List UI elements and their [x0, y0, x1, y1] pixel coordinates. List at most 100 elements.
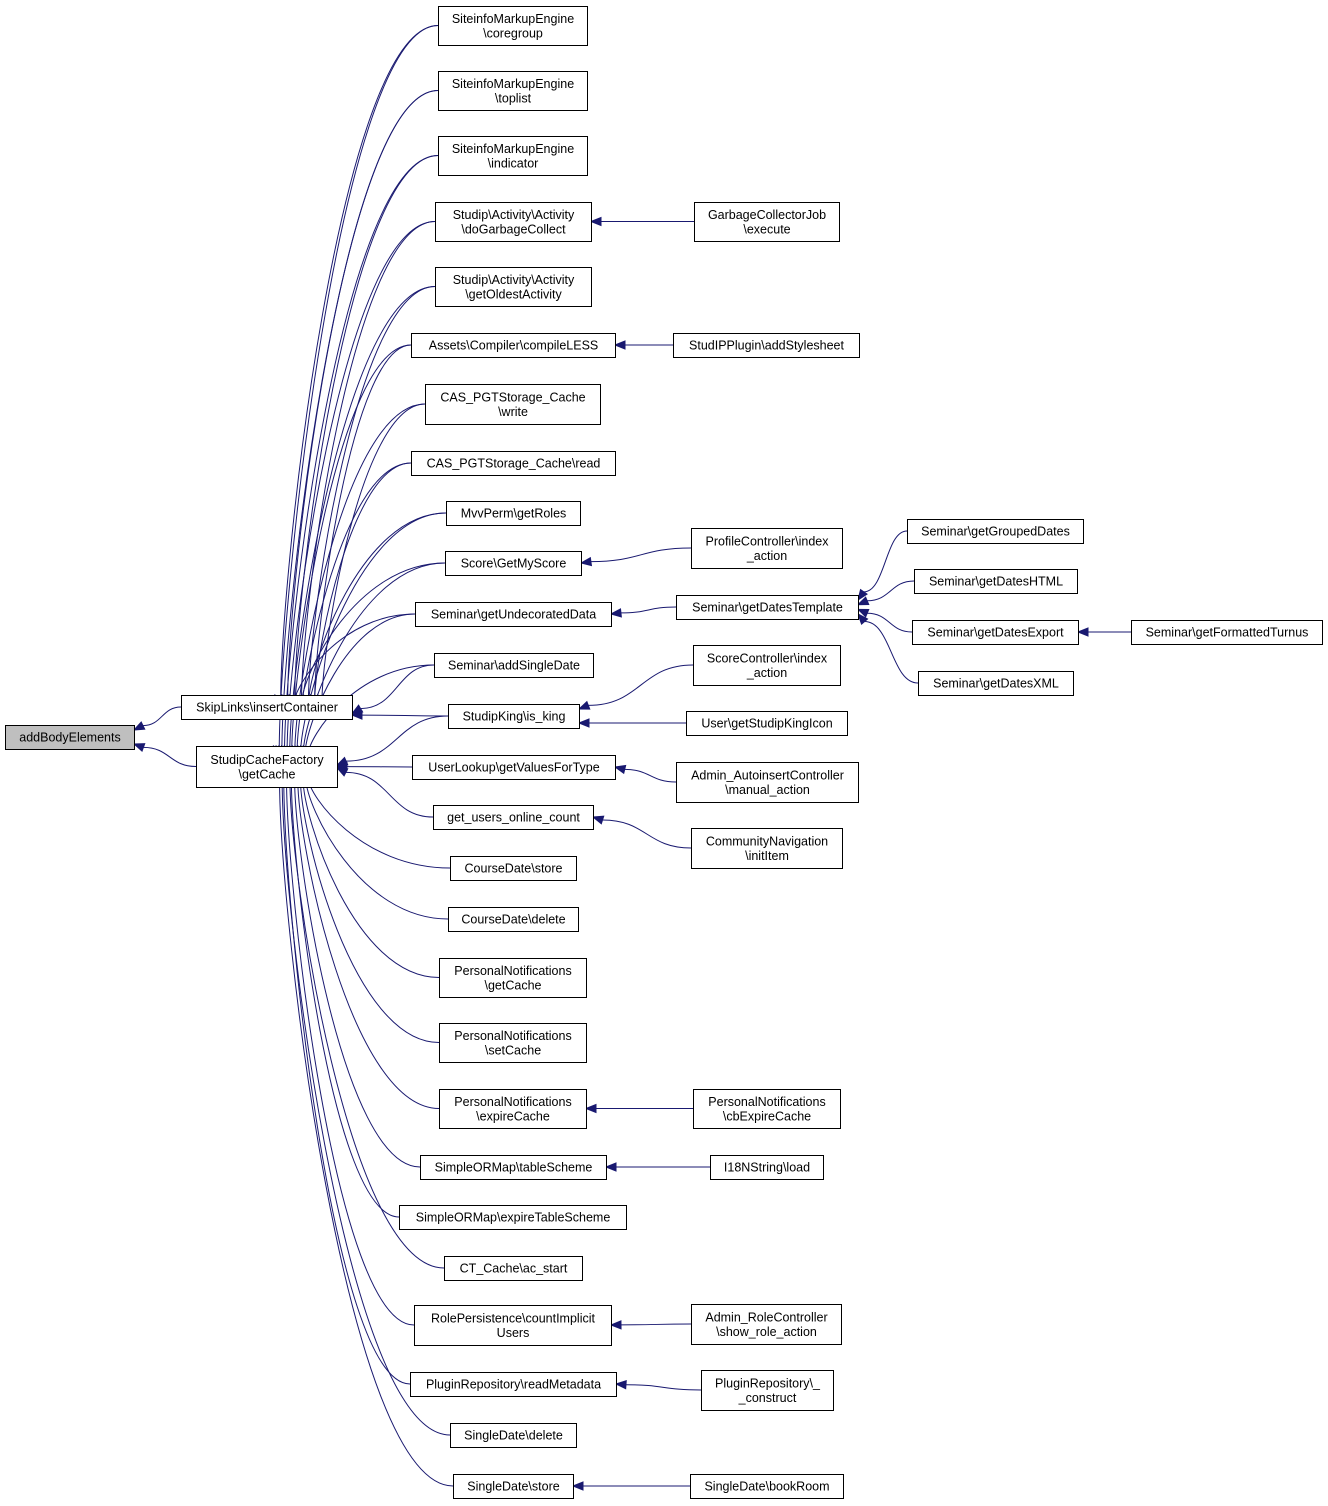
edge-arrow [579, 547, 692, 567]
edge-arrow [132, 706, 182, 731]
function-node[interactable]: Studip\Activity\Activity\doGarbageCollec… [435, 202, 592, 242]
function-node[interactable]: GarbageCollectorJob\execute [694, 202, 840, 242]
edge-line [308, 512, 447, 704]
function-node[interactable]: Seminar\getDatesExport [912, 620, 1079, 645]
node-box [694, 202, 840, 242]
node-label: ProfileController\index [706, 534, 830, 548]
function-node[interactable]: Score\GetMyScore [445, 551, 582, 576]
function-node[interactable]: Seminar\getDatesXML [918, 671, 1074, 696]
function-node[interactable]: SingleDate\delete [450, 1423, 577, 1448]
arrowhead-icon [335, 767, 349, 777]
arrowhead-icon [613, 764, 627, 775]
edge-line [283, 155, 439, 755]
edge-line [294, 155, 439, 704]
node-label: Seminar\getDatesXML [933, 677, 1059, 691]
edge-line [143, 746, 197, 767]
node-label: PersonalNotifications [454, 964, 571, 978]
function-node[interactable]: PersonalNotifications\setCache [439, 1023, 587, 1063]
arrowhead-icon [609, 1320, 622, 1330]
edge-line [863, 530, 908, 593]
node-label: Seminar\addSingleDate [448, 659, 580, 673]
node-label: GarbageCollectorJob [708, 208, 826, 222]
function-node[interactable]: PluginRepository\readMetadata [410, 1372, 617, 1397]
node-label: User\getStudipKingIcon [701, 717, 832, 731]
function-node[interactable]: SiteinfoMarkupEngine\indicator [438, 136, 588, 176]
edge-arrow [614, 1380, 702, 1391]
arrowhead-icon [856, 608, 870, 618]
node-label: RolePersistence\countImplicit [431, 1311, 595, 1325]
function-node[interactable]: I18NString\load [710, 1155, 824, 1180]
function-node[interactable]: SiteinfoMarkupEngine\coregroup [438, 6, 588, 46]
node-label: SingleDate\bookRoom [704, 1480, 829, 1494]
function-node[interactable]: ScoreController\index_action [693, 645, 841, 686]
function-node[interactable]: Seminar\getGroupedDates [907, 519, 1084, 544]
function-node[interactable]: PersonalNotifications\getCache [439, 958, 587, 998]
edge-line [286, 778, 415, 1326]
function-node[interactable]: Admin_RoleController\show_role_action [691, 1304, 842, 1345]
edge-arrow [289, 775, 421, 1168]
function-node[interactable]: User\getStudipKingIcon [686, 711, 848, 736]
function-node[interactable]: CAS_PGTStorage_Cache\read [411, 451, 616, 476]
node-box [676, 762, 859, 803]
function-node[interactable]: Seminar\getUndecoratedData [415, 602, 612, 627]
edge-line [346, 715, 449, 762]
node-box [446, 501, 581, 526]
edge-arrow [857, 612, 919, 684]
function-node[interactable]: PersonalNotifications\cbExpireCache [693, 1089, 841, 1129]
node-label: get_users_online_count [447, 811, 580, 825]
node-label: SiteinfoMarkupEngine [452, 12, 574, 26]
function-node[interactable]: Seminar\getDatesTemplate [676, 595, 859, 620]
function-node[interactable]: CommunityNavigation\initItem [691, 828, 843, 869]
function-node[interactable]: Seminar\getFormattedTurnus [1131, 620, 1323, 645]
node-label: StudipKing\is_king [463, 710, 566, 724]
function-node[interactable]: Studip\Activity\Activity\getOldestActivi… [435, 267, 592, 307]
function-node[interactable]: SingleDate\store [453, 1474, 574, 1499]
node-box [439, 1023, 587, 1063]
function-node[interactable]: Admin_AutoinsertController\manual_action [676, 762, 859, 803]
node-box [448, 907, 579, 932]
function-node[interactable]: SiteinfoMarkupEngine\toplist [438, 71, 588, 111]
function-node[interactable]: CT_Cache\ac_start [444, 1256, 583, 1281]
node-label: CT_Cache\ac_start [460, 1262, 568, 1276]
node-label: \indicator [488, 156, 539, 170]
node-label: \doGarbageCollect [461, 222, 566, 236]
function-node[interactable]: SkipLinks\insertContainer [181, 695, 353, 720]
node-box [439, 1089, 587, 1129]
function-node[interactable]: SimpleORMap\tableScheme [420, 1155, 607, 1180]
function-node[interactable]: CourseDate\store [450, 856, 577, 881]
node-box [676, 595, 859, 620]
function-node[interactable]: SimpleORMap\expireTableScheme [399, 1205, 627, 1230]
function-node[interactable]: StudipKing\is_king [448, 704, 580, 729]
function-node[interactable]: StudIPPlugin\addStylesheet [673, 333, 860, 358]
function-node[interactable]: Seminar\getDatesHTML [914, 569, 1078, 594]
function-node[interactable]: PersonalNotifications\expireCache [439, 1089, 587, 1129]
function-node[interactable]: MvvPerm\getRoles [446, 501, 581, 526]
arrowhead-icon [577, 700, 591, 710]
node-label: \getCache [239, 767, 296, 781]
node-label: StudipCacheFactory [210, 753, 324, 767]
node-label: Admin_RoleController [705, 1310, 827, 1324]
root-node[interactable]: addBodyElements [5, 725, 135, 750]
node-label: \manual_action [725, 783, 810, 797]
function-node[interactable]: PluginRepository\__construct [701, 1370, 834, 1411]
node-box [444, 1256, 583, 1281]
edge-line [588, 664, 694, 706]
function-node[interactable]: Assets\Compiler\compileLESS [411, 333, 616, 358]
function-node[interactable]: CAS_PGTStorage_Cache\write [425, 384, 601, 425]
edge-line [361, 714, 449, 717]
function-node[interactable]: Seminar\addSingleDate [434, 653, 594, 678]
function-node[interactable]: ProfileController\index_action [691, 528, 843, 569]
function-node[interactable]: StudipCacheFactory\getCache [196, 746, 338, 788]
function-node[interactable]: UserLookup\getValuesForType [412, 755, 616, 780]
function-node[interactable]: get_users_online_count [433, 805, 594, 830]
edge-line [280, 25, 439, 704]
edge-line [867, 612, 913, 633]
node-box [181, 695, 353, 720]
edge-arrow [335, 767, 434, 818]
function-node[interactable]: SingleDate\bookRoom [690, 1474, 844, 1499]
node-box [411, 451, 616, 476]
function-node[interactable]: CourseDate\delete [448, 907, 579, 932]
edge-line [279, 778, 454, 1487]
edge-arrow [571, 1481, 690, 1491]
